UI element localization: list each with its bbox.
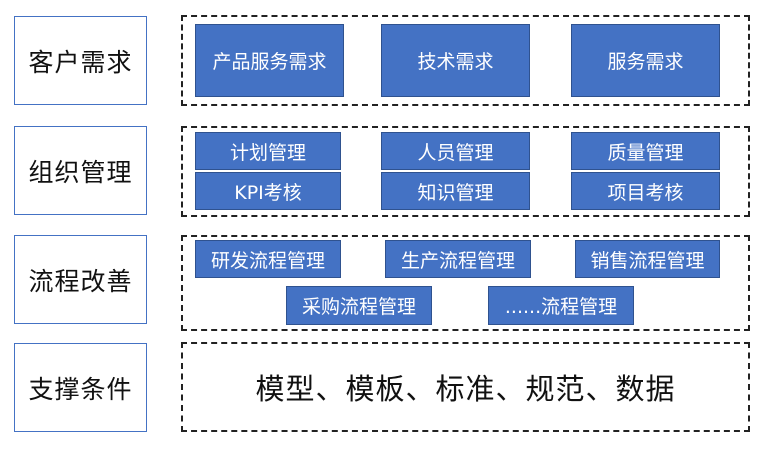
box-technical-needs: 技术需求 <box>381 24 530 97</box>
support-conditions-group: 模型、模板、标准、规范、数据 <box>181 342 750 432</box>
box-project-assessment: 项目考核 <box>571 172 720 210</box>
box-procurement-process-management: 采购流程管理 <box>286 286 432 325</box>
label-organization-management-text: 组织管理 <box>28 157 133 187</box>
box-quality-management: 质量管理 <box>571 132 720 170</box>
label-support-conditions: 支撑条件 <box>14 343 147 432</box>
box-other-process-management: ......流程管理 <box>488 286 634 325</box>
label-process-improvement-text: 流程改善 <box>28 266 133 296</box>
label-support-conditions-text: 支撑条件 <box>28 374 133 404</box>
box-personnel-management: 人员管理 <box>381 132 530 170</box>
box-kpi-assessment: KPI考核 <box>195 172 341 210</box>
box-production-process-management: 生产流程管理 <box>385 240 531 278</box>
box-knowledge-management: 知识管理 <box>381 172 530 210</box>
box-service-needs: 服务需求 <box>571 24 720 97</box>
box-plan-management: 计划管理 <box>195 132 341 170</box>
label-customer-needs: 客户需求 <box>14 16 147 105</box>
box-rd-process-management: 研发流程管理 <box>195 240 341 278</box>
box-product-service-needs: 产品服务需求 <box>195 24 344 97</box>
label-customer-needs-text: 客户需求 <box>28 47 133 77</box>
label-organization-management: 组织管理 <box>14 126 147 215</box>
support-conditions-content: 模型、模板、标准、规范、数据 <box>255 372 676 406</box>
box-sales-process-management: 销售流程管理 <box>575 240 720 278</box>
label-process-improvement: 流程改善 <box>14 235 147 324</box>
